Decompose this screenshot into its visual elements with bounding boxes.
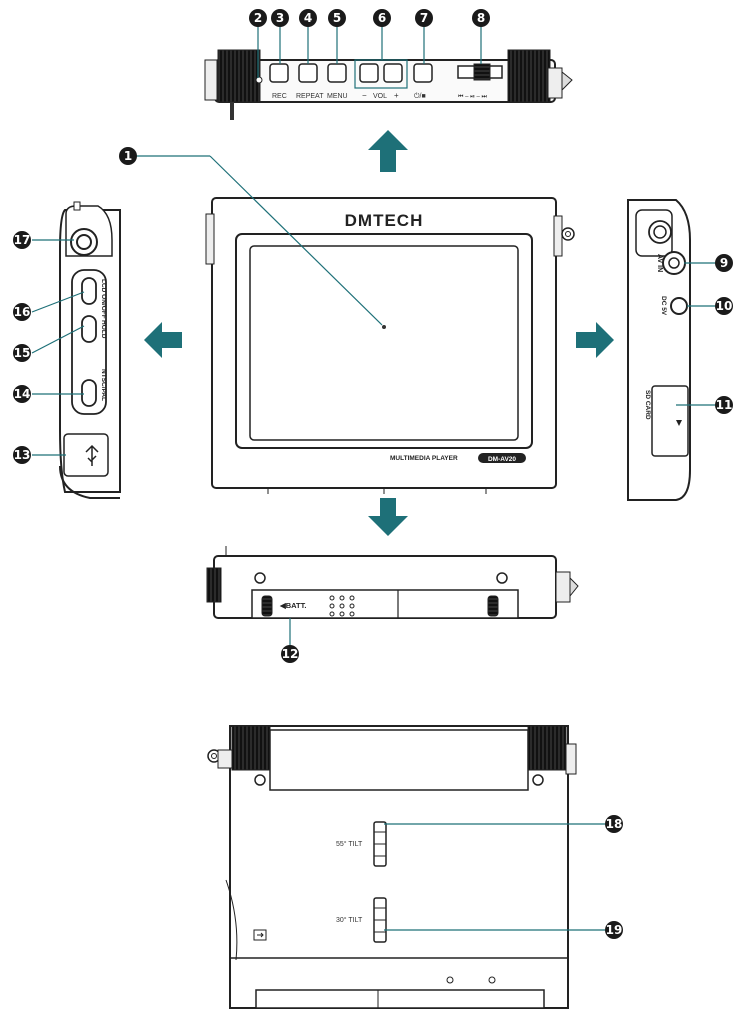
tilt-55-label: 55° TILT [336, 840, 363, 848]
menu-button [327, 63, 347, 83]
callout-19: 19 [605, 921, 623, 939]
product-label: MULTIMEDIA PLAYER [390, 455, 458, 462]
vol-minus-label: − [362, 91, 367, 100]
power-stop-label: ⏻/■ [414, 92, 426, 100]
callout-7: 7 [415, 9, 433, 27]
svg-text:2: 2 [254, 11, 262, 25]
callout-12: 12 [281, 645, 299, 663]
callout-16: 16 [13, 303, 31, 321]
callout-11: 11 [715, 396, 733, 414]
callout-4: 4 [299, 9, 317, 27]
rec-button [269, 63, 289, 83]
model-label: DM-AV20 [488, 456, 516, 463]
callout-3: 3 [271, 9, 289, 27]
svg-text:7: 7 [420, 11, 428, 25]
headphone-jack [76, 234, 92, 250]
svg-text:4: 4 [304, 11, 312, 25]
callout-15: 15 [13, 344, 31, 362]
usb-icon [85, 444, 99, 466]
svg-text:1: 1 [124, 149, 132, 163]
sd-card-label: SD CARD [644, 390, 651, 420]
callout-10: 10 [715, 297, 733, 315]
lcd-screen [249, 245, 519, 441]
bottom-view: ◀BATT. [206, 546, 579, 619]
dc-jack [670, 297, 688, 315]
lcd-switch [81, 277, 97, 305]
rec-label: REC [272, 93, 287, 100]
tilt-30-label: 30° TILT [336, 916, 363, 924]
repeat-button [298, 63, 318, 83]
menu-label: MENU [327, 93, 348, 100]
callout-9: 9 [715, 254, 733, 272]
lcd-switch-label: LCD ON/OFF [100, 279, 107, 319]
callouts: 1 2 3 4 5 6 7 8 9 10 11 12 13 14 15 16 1… [13, 9, 733, 939]
svg-text:9: 9 [720, 256, 728, 270]
power-button [413, 63, 433, 83]
svg-text:10: 10 [716, 299, 733, 313]
back-view: 55° TILT 30° TILT [207, 725, 577, 1009]
sd-card-slot [651, 385, 689, 457]
repeat-label: REPEAT [296, 93, 324, 100]
callout-6: 6 [373, 9, 391, 27]
svg-text:17: 17 [14, 233, 31, 247]
arrow-down-icon [368, 498, 408, 536]
svg-text:19: 19 [606, 923, 623, 937]
arrow-left-icon [144, 322, 182, 358]
ntsc-switch [81, 379, 97, 407]
reset-hole [255, 76, 263, 84]
arrow-right-icon [576, 322, 614, 358]
svg-text:6: 6 [378, 11, 386, 25]
callout-5: 5 [328, 9, 346, 27]
front-view: DMTECH MULTIMEDIA PLAYER DM-AV20 [205, 197, 575, 494]
leader-lines [31, 26, 716, 931]
transport-label: ⏮ – ⏯ – ⏭ [458, 94, 488, 100]
av-in-label: AV IN [656, 254, 663, 272]
callout-18: 18 [605, 815, 623, 833]
svg-text:14: 14 [14, 387, 31, 401]
svg-text:18: 18 [606, 817, 623, 831]
callout-1: 1 [119, 147, 137, 165]
callout-8: 8 [472, 9, 490, 27]
brand-logo: DMTECH [345, 211, 424, 230]
svg-text:5: 5 [333, 11, 341, 25]
vol-down-button [359, 63, 379, 83]
vol-plus-label: + [394, 91, 399, 100]
left-side-view: LCD ON/OFF HOLD NTSC/PAL [59, 201, 121, 499]
arrow-up-icon [368, 130, 408, 172]
svg-text:16: 16 [14, 305, 31, 319]
callout-2: 2 [249, 9, 267, 27]
dc-label: DC 5V [660, 296, 667, 316]
vol-up-button [383, 63, 403, 83]
hold-switch [81, 315, 97, 343]
usb-cover [63, 433, 109, 477]
callout-17: 17 [13, 231, 31, 249]
ntsc-switch-label: NTSC/PAL [100, 369, 107, 401]
top-view: REC REPEAT MENU − VOL + ⏻/■ ⏮ – ⏯ – ⏭ [204, 49, 573, 120]
svg-text:11: 11 [716, 398, 733, 412]
svg-text:15: 15 [14, 346, 31, 360]
callout-14: 14 [13, 385, 31, 403]
hold-switch-label: HOLD [100, 320, 107, 339]
svg-text:3: 3 [276, 11, 284, 25]
svg-text:8: 8 [477, 11, 485, 25]
batt-label: ◀BATT. [279, 601, 306, 610]
callout-13: 13 [13, 446, 31, 464]
vol-label: VOL [373, 93, 387, 100]
svg-text:12: 12 [282, 647, 299, 661]
battery-cover [251, 589, 519, 619]
right-side-view: AV IN DC 5V SD CARD [627, 199, 691, 501]
svg-text:13: 13 [14, 448, 31, 462]
